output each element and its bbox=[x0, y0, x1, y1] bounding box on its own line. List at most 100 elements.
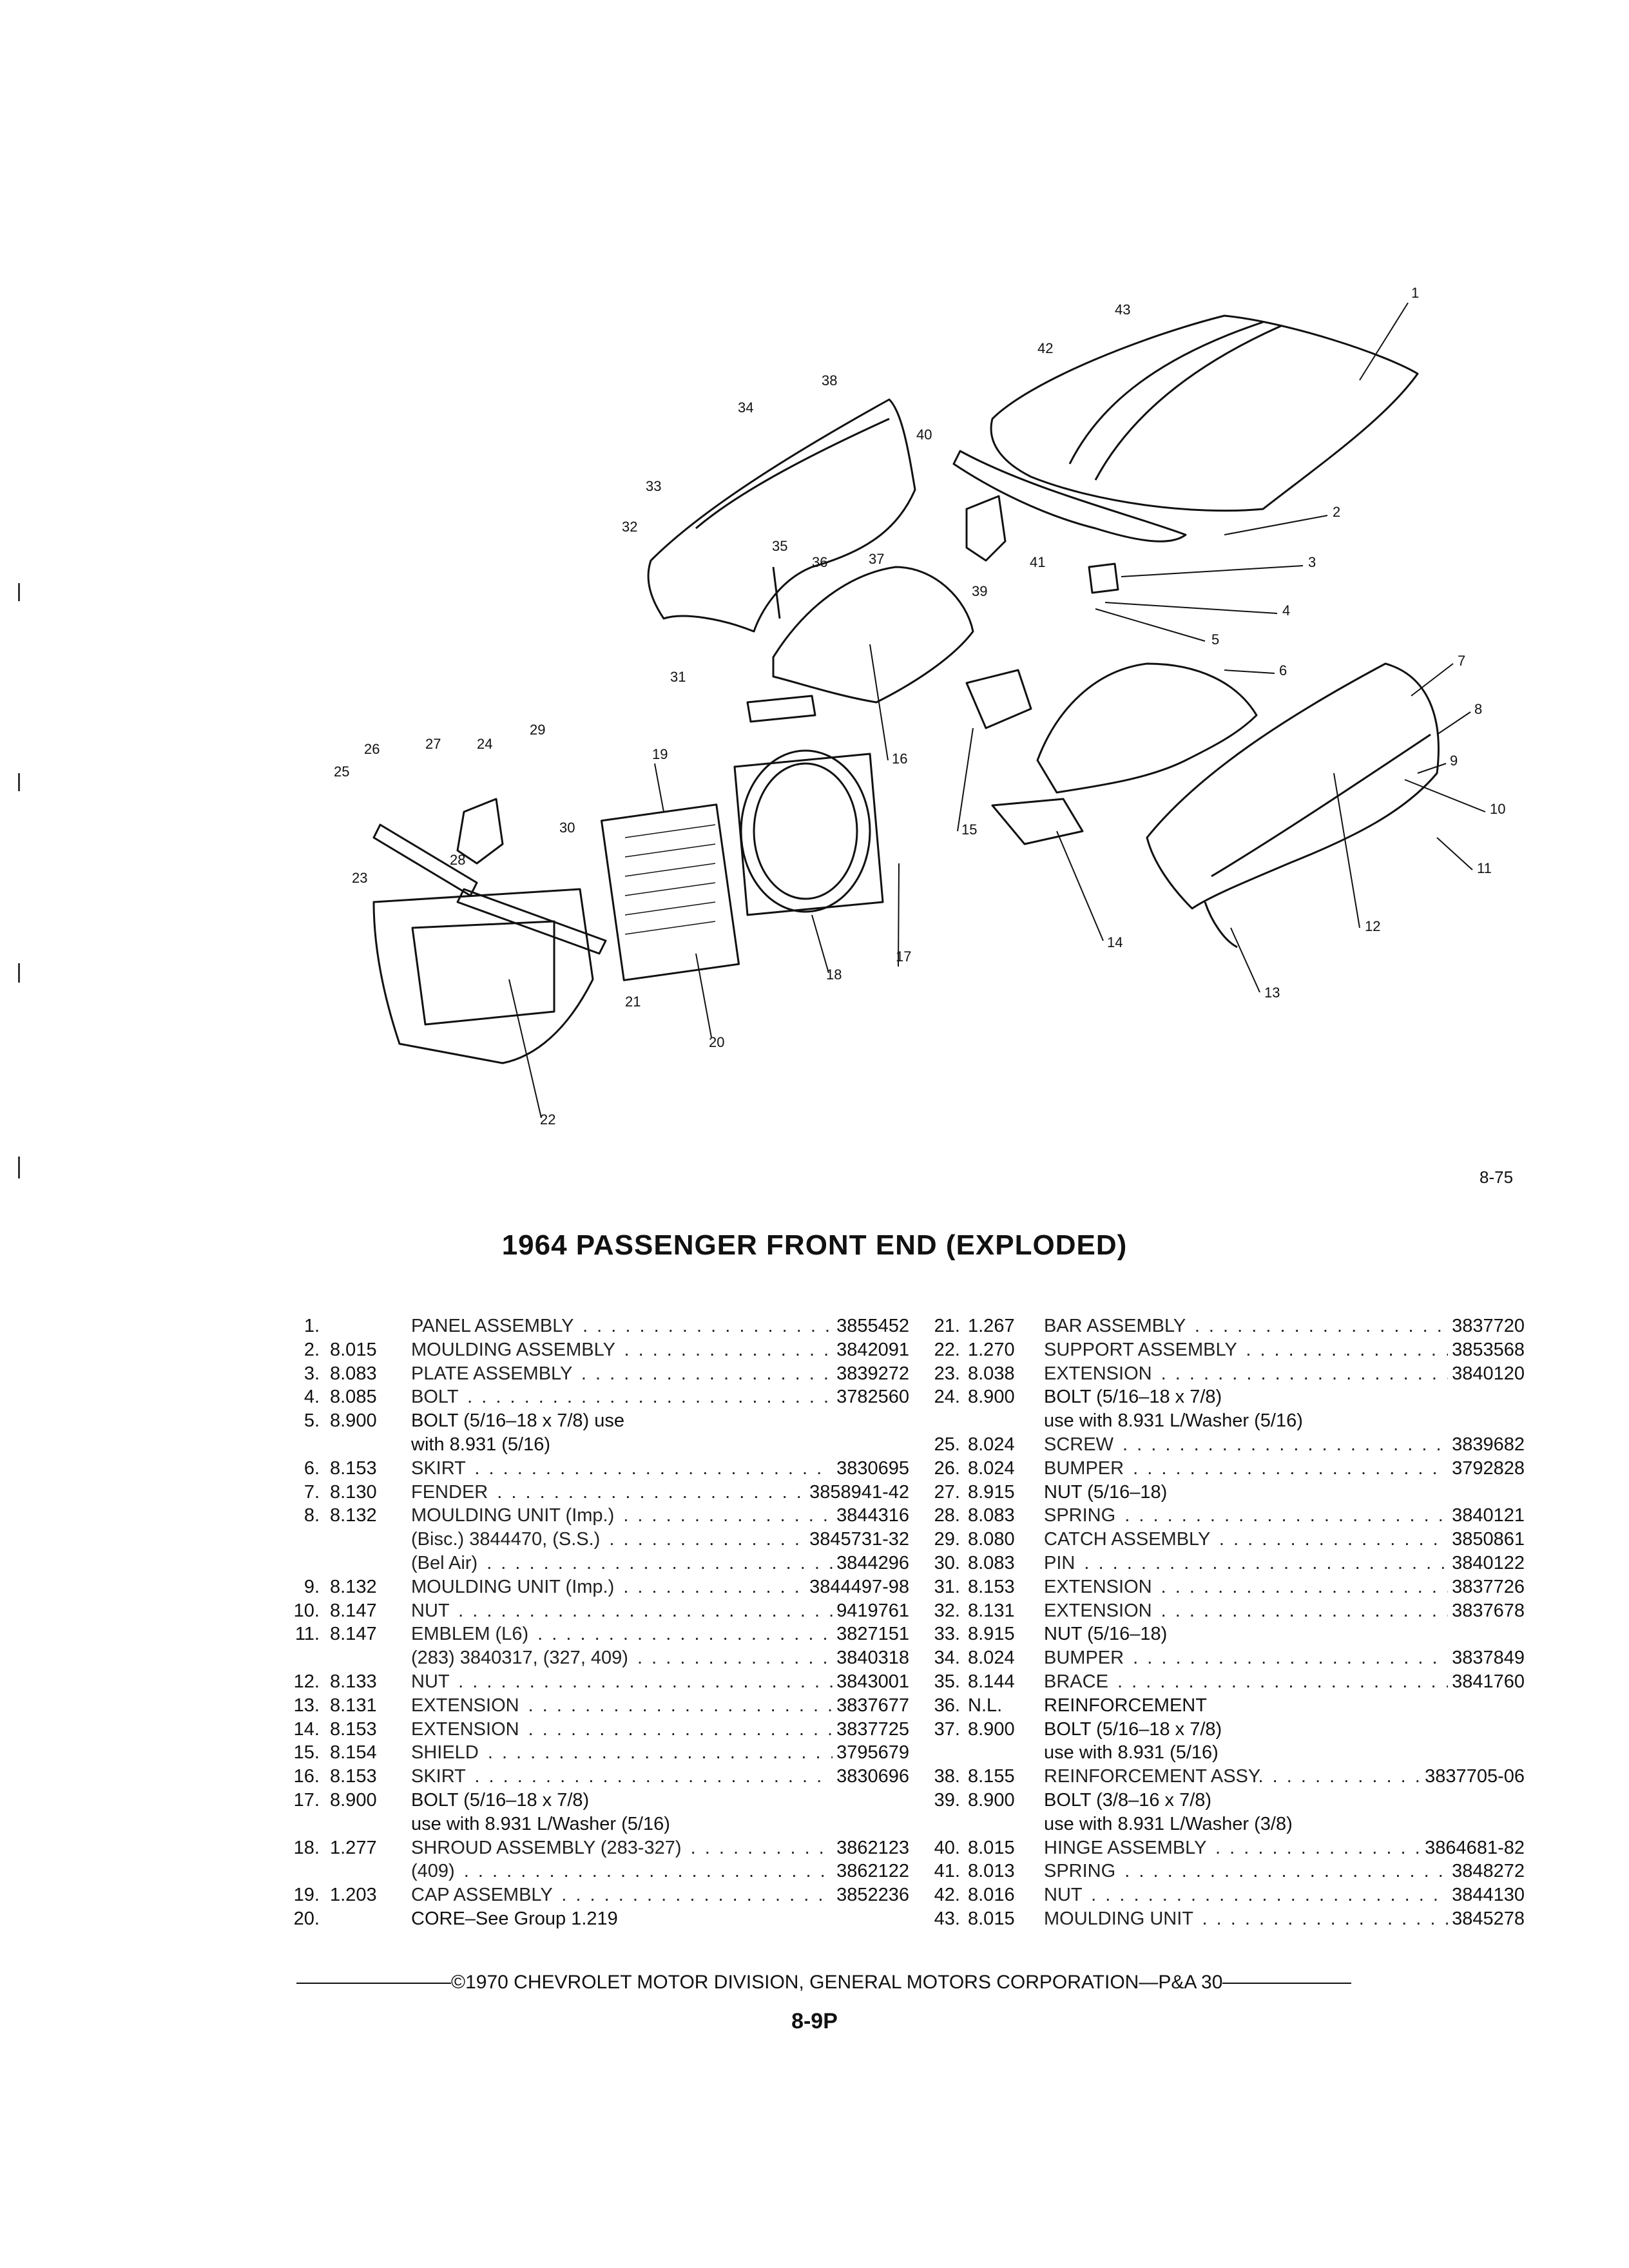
callout-label: 13 bbox=[1264, 985, 1280, 1001]
group-number: 8.130 bbox=[330, 1481, 377, 1503]
group-number: 8.153 bbox=[968, 1576, 1015, 1597]
item-number: 23. bbox=[934, 1363, 960, 1384]
callout-label: 9 bbox=[1450, 753, 1458, 769]
group-number: 1.277 bbox=[330, 1837, 377, 1858]
part-name: EXTENSION bbox=[411, 1718, 528, 1740]
page-title: 1964 PASSENGER FRONT END (EXPLODED) bbox=[501, 1229, 1128, 1261]
group-number: 8.131 bbox=[968, 1600, 1015, 1621]
part-name: (409) bbox=[411, 1861, 464, 1882]
part-number: 9419761 bbox=[833, 1599, 909, 1623]
item-number: 25. bbox=[934, 1434, 960, 1455]
group-number: 8.083 bbox=[330, 1363, 377, 1384]
callout-label: 36 bbox=[812, 554, 827, 570]
group-number: 8.080 bbox=[968, 1529, 1015, 1550]
item-number: 37. bbox=[934, 1718, 960, 1740]
part-number: 3837705-06 bbox=[1421, 1765, 1525, 1789]
callout-label: 18 bbox=[826, 966, 842, 983]
part-name: MOULDING ASSEMBLY bbox=[411, 1339, 624, 1360]
parts-row: (283) 3840317, (327, 409) . . . . . . . … bbox=[281, 1646, 909, 1670]
item-number: 14. bbox=[293, 1718, 320, 1740]
item-number: 32. bbox=[934, 1600, 960, 1621]
callout-label: 16 bbox=[892, 751, 907, 767]
group-number: 8.024 bbox=[968, 1457, 1015, 1479]
item-number: 21. bbox=[934, 1316, 960, 1336]
part-number: 3837725 bbox=[833, 1717, 909, 1742]
group-number: 8.155 bbox=[968, 1766, 1015, 1787]
part-name: NUT bbox=[411, 1600, 459, 1621]
item-number: 33. bbox=[934, 1624, 960, 1645]
part-name: MOULDING UNIT (Imp.) bbox=[411, 1576, 624, 1597]
callout-label: 39 bbox=[972, 583, 987, 599]
footer-rule-left bbox=[296, 1983, 451, 1984]
part-name-leader: SUPPORT ASSEMBLY . . . . . . . . . . . .… bbox=[1044, 1339, 1525, 1360]
catch-assembly bbox=[456, 798, 504, 865]
parts-row: 36.N.L.REINFORCEMENT bbox=[928, 1694, 1525, 1718]
part-number: 3839272 bbox=[833, 1361, 909, 1386]
part-name: BRACE bbox=[1044, 1671, 1117, 1692]
parts-row: use with 8.931 L/Washer (3/8) bbox=[928, 1812, 1525, 1836]
part-name: NUT bbox=[411, 1671, 459, 1692]
item-number: 11. bbox=[294, 1624, 320, 1645]
item-number: 16. bbox=[293, 1766, 320, 1787]
part-name: BUMPER bbox=[1044, 1457, 1133, 1479]
group-number: 8.915 bbox=[968, 1481, 1015, 1503]
group-number: 8.133 bbox=[330, 1671, 377, 1692]
callout-label: 7 bbox=[1458, 653, 1465, 669]
part-name: MOULDING UNIT (Imp.) bbox=[411, 1505, 624, 1526]
hood-moulding bbox=[952, 450, 1187, 543]
part-name: SHIELD bbox=[411, 1742, 488, 1763]
part-number: 3864681-82 bbox=[1421, 1836, 1525, 1860]
callout-label: 24 bbox=[477, 736, 492, 752]
part-name: SHROUD ASSEMBLY (283-327) bbox=[411, 1837, 691, 1858]
group-number: 8.132 bbox=[330, 1576, 377, 1597]
group-number: 8.016 bbox=[968, 1885, 1015, 1906]
parts-row: (Bisc.) 3844470, (S.S.) . . . . . . . . … bbox=[281, 1528, 909, 1552]
callout-label: 5 bbox=[1211, 631, 1219, 648]
group-number: 8.015 bbox=[330, 1339, 377, 1360]
group-number: 8.024 bbox=[968, 1434, 1015, 1455]
callout-label: 1 bbox=[1411, 285, 1419, 301]
item-number: 39. bbox=[934, 1789, 960, 1811]
callout-label: 43 bbox=[1115, 302, 1130, 318]
copyright-footer: ©1970 CHEVROLET MOTOR DIVISION, GENERAL … bbox=[296, 1972, 1527, 1994]
part-number: 3845731-32 bbox=[805, 1528, 909, 1552]
callout-label: 38 bbox=[822, 372, 837, 389]
callout-label: 41 bbox=[1030, 554, 1045, 570]
group-number: 8.153 bbox=[330, 1457, 377, 1479]
part-number: 3792828 bbox=[1448, 1456, 1525, 1481]
item-number: 29. bbox=[934, 1529, 960, 1550]
right-skirt bbox=[1036, 662, 1258, 794]
item-number: 28. bbox=[934, 1505, 960, 1526]
group-number: 8.147 bbox=[330, 1600, 377, 1621]
part-name: with 8.931 (5/16) bbox=[411, 1434, 551, 1455]
item-number: 31. bbox=[934, 1576, 960, 1597]
item-number: 36. bbox=[934, 1695, 960, 1716]
part-number: 3795679 bbox=[833, 1741, 909, 1765]
part-name: BOLT (5/16–18 x 7/8) bbox=[411, 1789, 590, 1811]
item-number: 35. bbox=[934, 1671, 960, 1692]
part-number: 3840121 bbox=[1448, 1504, 1525, 1528]
group-number: 8.131 bbox=[330, 1695, 377, 1716]
part-number: 3862123 bbox=[833, 1836, 909, 1860]
callout-label: 26 bbox=[364, 741, 380, 757]
group-number: 8.038 bbox=[968, 1363, 1015, 1384]
radiator bbox=[600, 803, 740, 981]
part-number: 3850861 bbox=[1448, 1528, 1525, 1552]
part-name: REINFORCEMENT bbox=[1044, 1695, 1207, 1716]
item-number: 12. bbox=[293, 1671, 320, 1692]
part-number: 3844316 bbox=[833, 1504, 909, 1528]
parts-row: use with 8.931 L/Washer (5/16) bbox=[281, 1812, 909, 1836]
callout-label: 33 bbox=[646, 478, 661, 494]
margin-mark bbox=[18, 773, 20, 791]
item-number: 24. bbox=[934, 1387, 960, 1408]
